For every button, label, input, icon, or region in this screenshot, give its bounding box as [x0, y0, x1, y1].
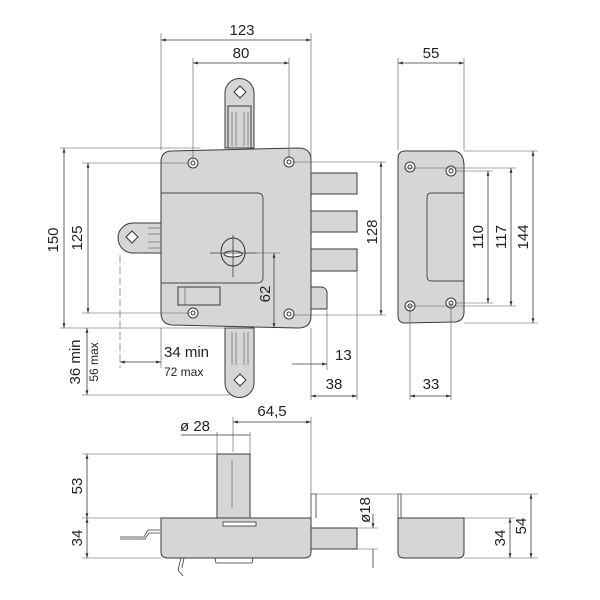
bottom-bolt: [224, 327, 255, 398]
latch-window: [177, 286, 221, 306]
diamond-icon: [125, 230, 139, 244]
dim-strike-depth: 34: [492, 530, 509, 547]
dead-bolt: [310, 210, 358, 233]
dim-latch-projection: 13: [335, 347, 352, 364]
diamond-icon: [233, 85, 247, 99]
dim-plate-height: 144: [515, 224, 532, 249]
dim-height-overall: 150: [45, 227, 62, 252]
cylinder: [216, 453, 251, 519]
dimensions-front: 123 80 150 125 128 62 36 min 56 max: [45, 22, 386, 400]
bottom-view: 64,5 ø 28 53 34 ø18 34 54: [69, 403, 538, 577]
diamond-icon: [233, 373, 247, 387]
dim-bolt-projection: 38: [326, 376, 343, 393]
dim-width-overall: 123: [229, 22, 254, 39]
keyhole-icon: [210, 235, 257, 277]
dim-cylinder-height: 53: [69, 478, 86, 495]
top-bolt: [224, 78, 255, 149]
dim-hole-spacing-h: 80: [233, 45, 250, 62]
dim-backset-h-max: 72 max: [164, 365, 203, 379]
dim-key-center: 62: [257, 286, 274, 303]
latch-bolt: [310, 286, 328, 310]
dim-strike-total-depth: 54: [513, 518, 530, 535]
dim-plate-hole-spacing-1: 110: [470, 225, 487, 249]
dim-bolt-span: 128: [364, 219, 381, 244]
dim-bolt-diameter: ø18: [357, 497, 374, 523]
dim-plate-hole-spacing-h: 33: [423, 376, 440, 393]
dim-backset-h-min: 34 min: [164, 344, 209, 361]
strike-plate-bottom: [397, 517, 465, 559]
dim-backset-v-min: 36 min: [67, 339, 84, 384]
dim-plate-width: 55: [423, 45, 440, 62]
dim-plate-hole-spacing-2: 117: [493, 225, 510, 249]
lock-body-bottom: [160, 517, 312, 559]
left-latch: [117, 222, 162, 254]
strike-plate-view: 55 110 117 144 33: [397, 45, 538, 400]
dim-cylinder-diameter: ø 28: [180, 418, 210, 435]
dim-cylinder-offset: 64,5: [257, 403, 286, 420]
screw-holes: [187, 156, 295, 320]
bolt-bottom: [310, 527, 358, 550]
front-view: 123 80 150 125 128 62 36 min 56 max: [45, 22, 386, 400]
dim-backset-v-max: 56 max: [87, 342, 101, 381]
dead-bolt: [310, 248, 358, 272]
dim-hole-spacing-v: 125: [69, 225, 86, 250]
strike-plate: [397, 150, 465, 324]
dim-body-depth: 34: [69, 530, 86, 547]
dead-bolt: [310, 172, 358, 195]
